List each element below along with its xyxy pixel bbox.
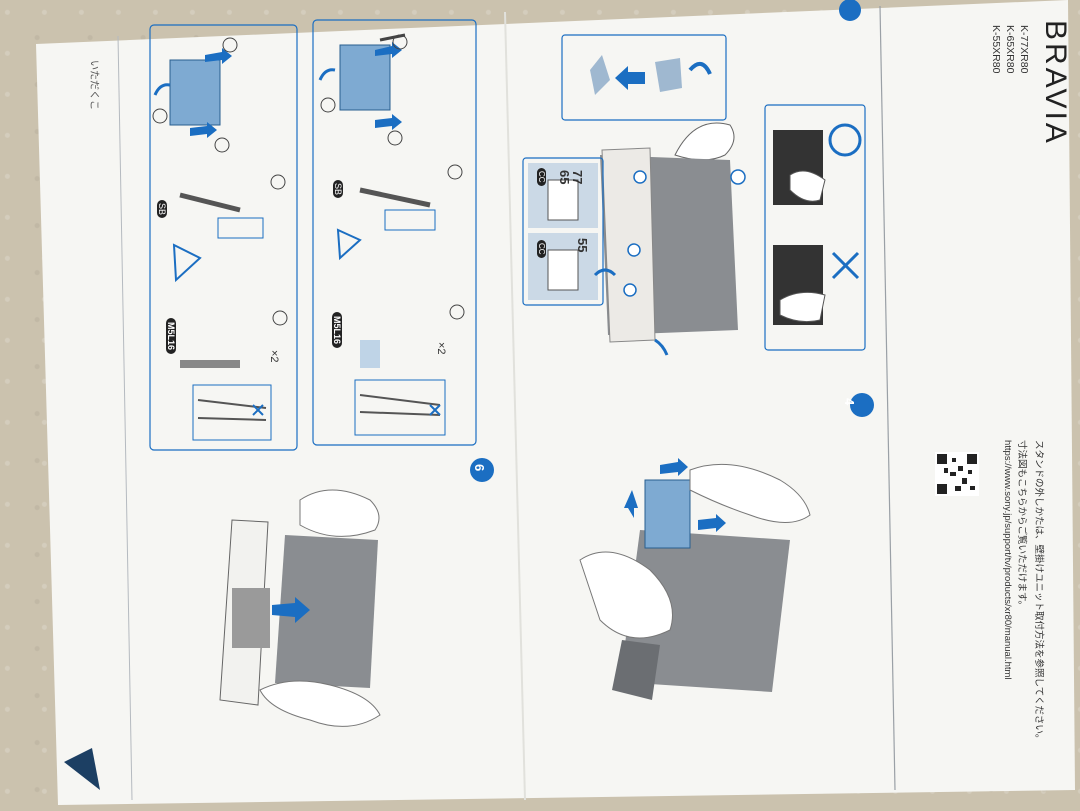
arrow-left-icon (615, 66, 645, 90)
stand-label-upper: SB (333, 180, 343, 199)
model-55: K-55XR80 (990, 25, 1002, 74)
fold-line (504, 11, 526, 801)
stand-part-upper (339, 44, 391, 111)
tv-back-step4 (620, 530, 790, 692)
detail-callout-1 (633, 170, 647, 184)
stand-leg-upper (359, 187, 431, 208)
step-label-6: 6 (472, 464, 487, 472)
arrow-step6-icon (272, 597, 310, 623)
substep-panel-upper (312, 19, 477, 446)
num-badge-lower-4 (270, 174, 286, 190)
warning-lower-icon (172, 243, 202, 283)
stand-leg-lower (179, 192, 241, 213)
ng-cross-lower-icon (252, 404, 264, 416)
step-badge-4 (850, 393, 874, 417)
person-top-step6 (299, 489, 380, 537)
qty-label-upper: ×2 (435, 342, 447, 355)
step-badge-6 (470, 458, 494, 482)
person-top-step4 (689, 463, 811, 523)
screw-upper (360, 340, 380, 368)
tv-back-step6 (275, 535, 378, 688)
tv-stand-base (601, 147, 656, 343)
num-badge-lower-5 (272, 310, 288, 326)
num-badge-upper-4 (447, 164, 463, 180)
arrow-lower-3-icon (153, 83, 171, 96)
zoom-screws-lower (192, 384, 272, 441)
arrow-upper-3-icon (318, 68, 336, 81)
person-bottom-step4 (579, 551, 673, 639)
arrow-step4-1-icon (698, 514, 726, 532)
detail-box-hook (561, 34, 727, 121)
rail-lower-2 (197, 417, 267, 421)
rail-upper-1 (359, 394, 441, 406)
arrow-lower-1-icon (205, 48, 232, 64)
edge-text: いただくこ (88, 60, 99, 110)
size-label-65: 65 (557, 170, 572, 185)
stand-foot-step4 (612, 640, 660, 700)
zoom-lower (217, 217, 264, 239)
bracket-small (547, 249, 579, 291)
arrow-step4-2-icon (660, 458, 688, 476)
screw-label-lower: M5L16 (166, 318, 176, 355)
ok-circle-icon (828, 123, 862, 157)
arrow-lower-2-icon (190, 122, 217, 138)
hook-part-b (655, 58, 682, 92)
stand-rod-upper (379, 33, 406, 42)
num-badge-lower-3 (152, 108, 168, 124)
model-65: K-65XR80 (1004, 25, 1016, 74)
model-77: K-77XR80 (1018, 25, 1030, 74)
stand-part-lower (169, 59, 221, 126)
size-box (522, 157, 604, 306)
arrow-step4-3-icon (624, 490, 638, 518)
curve-arrow-icon (654, 338, 669, 356)
column-rule-left (117, 35, 133, 801)
size-label-77: 77 (570, 170, 585, 185)
hand-wrong (779, 291, 826, 323)
arrow-rotate-small-icon (593, 268, 617, 277)
num-badge-upper-1 (392, 34, 408, 50)
qr-code (935, 452, 979, 496)
corner-arrow-icon (64, 748, 100, 790)
num-badge-lower-2 (214, 137, 230, 153)
rail-upper-2 (359, 411, 441, 416)
column-rule-right (879, 5, 896, 791)
arrow-upper-1-icon (375, 42, 402, 58)
notice-line-1: スタンドの外しかたは、壁掛けユニット取付方法を参照してください。 (1033, 440, 1044, 744)
cc-label-b: CC (537, 240, 546, 258)
qty-label-lower: ×2 (268, 350, 280, 363)
stand-bracket-step4 (644, 479, 691, 549)
ng-cross-upper-icon (429, 404, 441, 416)
detail-callout-4 (730, 169, 746, 185)
warning-icon (336, 228, 362, 261)
screw-label-upper: M5L16 (332, 312, 342, 349)
arrow-upper-2-icon (375, 114, 402, 130)
hand-correct (789, 170, 826, 202)
size-label-55: 55 (575, 238, 590, 253)
stand-label-lower: SB (157, 200, 167, 219)
person-bottom-step6 (259, 680, 381, 727)
rotate-arrow-icon (688, 62, 712, 75)
num-badge-upper-3 (320, 97, 336, 113)
substep-panel-lower (149, 24, 298, 451)
stand-removed-step6 (232, 588, 270, 648)
step-badge-3 (839, 0, 861, 21)
screw-lower (180, 360, 240, 368)
num-badge-upper-5 (449, 304, 465, 320)
detail-callout-3 (623, 283, 637, 297)
brand-logo: BRAVIA (1039, 20, 1072, 146)
num-badge-lower-1 (222, 37, 238, 53)
step-label-4: 4 (842, 398, 857, 406)
ok-ng-box (764, 104, 866, 351)
zoom-screws-upper (354, 379, 446, 436)
ng-cross-icon (831, 251, 860, 280)
zoom-upper (384, 209, 436, 231)
hook-part-a (590, 55, 610, 95)
bracket-large (547, 179, 579, 221)
num-badge-upper-2 (387, 130, 403, 146)
notice-line-2: 寸法図もこちらからご覧いただけます。 (1016, 440, 1027, 611)
manual-url[interactable]: https://www.sony.jp/support/tv/products/… (1002, 440, 1013, 680)
cc-label-a: CC (537, 168, 546, 186)
detail-callout-2 (627, 243, 641, 257)
